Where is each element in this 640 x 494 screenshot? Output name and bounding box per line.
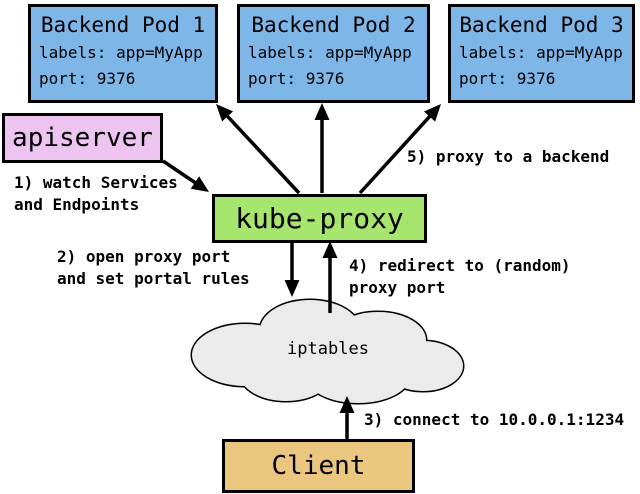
- iptables-cloud: iptables: [190, 298, 465, 405]
- arrow-kubeproxy-to-pod1: [216, 104, 301, 195]
- annotation-line: and Endpoints: [14, 195, 140, 214]
- annotation-watch-services: 1) watch Services and Endpoints: [14, 172, 178, 216]
- annotation-open-proxy-port: 2) open proxy port and set portal rules: [57, 246, 250, 290]
- pod-port-line: port: 9376: [248, 69, 345, 88]
- apiserver-label: apiserver: [12, 123, 153, 153]
- arrow-kubeproxy-to-iptables: [284, 243, 300, 297]
- kube-proxy-box: kube-proxy: [212, 194, 427, 243]
- apiserver-box: apiserver: [2, 113, 163, 163]
- annotation-redirect: 4) redirect to (random) proxy port: [349, 255, 571, 299]
- arrow-kubeproxy-to-pod2: [314, 103, 330, 193]
- pod-title: Backend Pod 1: [40, 13, 206, 37]
- annotation-line: and set portal rules: [57, 269, 250, 288]
- annotation-connect: 3) connect to 10.0.0.1:1234: [364, 409, 624, 431]
- client-label: Client: [271, 451, 366, 481]
- backend-pod-1-box: Backend Pod 1 labels: app=MyApp port: 93…: [28, 4, 218, 103]
- pod-title: Backend Pod 2: [251, 13, 416, 37]
- annotation-line: 2) open proxy port: [57, 247, 231, 266]
- client-box: Client: [222, 439, 415, 493]
- annotation-line: 3) connect to 10.0.0.1:1234: [364, 410, 625, 429]
- pod-port-line: port: 9376: [459, 69, 556, 88]
- cloud-shape: [190, 298, 465, 405]
- backend-pod-2-box: Backend Pod 2 labels: app=MyApp port: 93…: [237, 4, 430, 103]
- annotation-line: 5) proxy to a backend: [407, 147, 610, 166]
- annotation-line: 4) redirect to (random): [349, 256, 571, 275]
- annotation-line: 1) watch Services: [14, 173, 178, 192]
- pod-labels-line: labels: app=MyApp: [459, 43, 623, 62]
- annotation-line: proxy port: [349, 278, 446, 297]
- pod-title: Backend Pod 3: [459, 13, 624, 37]
- pod-labels-line: labels: app=MyApp: [39, 43, 203, 62]
- pod-port-line: port: 9376: [39, 69, 136, 88]
- iptables-label: iptables: [287, 339, 369, 359]
- backend-pod-3-box: Backend Pod 3 labels: app=MyApp port: 93…: [448, 4, 635, 103]
- pod-labels-line: labels: app=MyApp: [248, 43, 412, 62]
- annotation-proxy-to-backend: 5) proxy to a backend: [407, 146, 609, 168]
- kube-proxy-label: kube-proxy: [235, 202, 404, 235]
